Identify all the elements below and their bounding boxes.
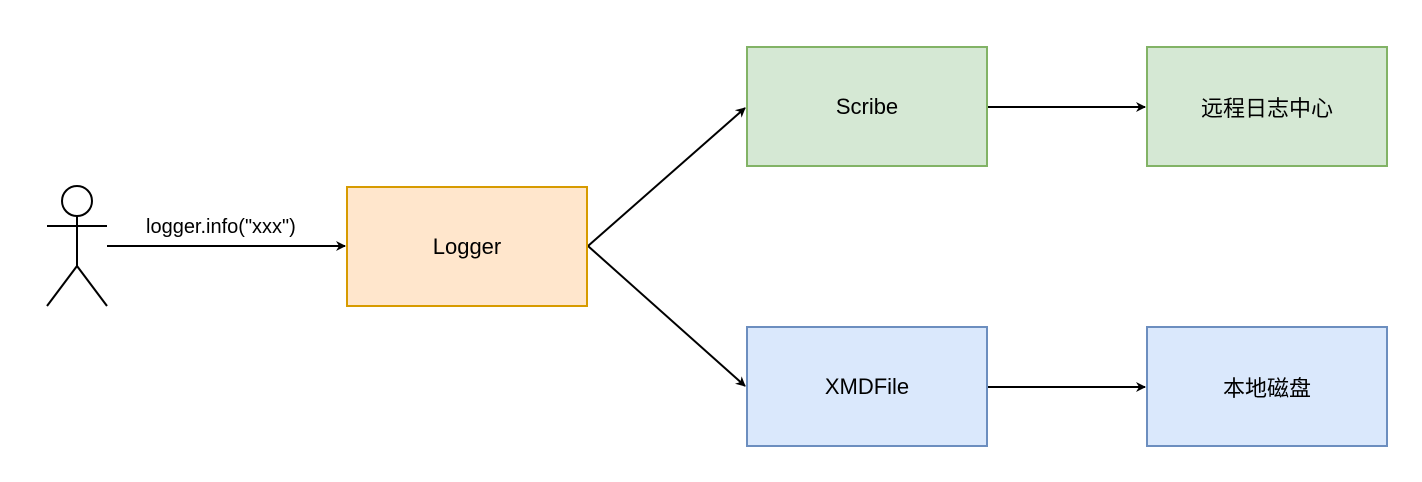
node-remote-log-center[interactable]: 远程日志中心 (1146, 46, 1388, 167)
node-xmdfile[interactable]: XMDFile (746, 326, 988, 447)
edge-logger-to-xmdfile (587, 245, 746, 387)
actor-stick-figure-icon (46, 185, 108, 307)
actor-leg-right (76, 265, 108, 307)
node-logger-label: Logger (432, 233, 502, 259)
node-local-disk-label: 本地磁盘 (1222, 375, 1311, 401)
edge-logger-to-scribe (587, 107, 746, 247)
node-xmdfile-label: XMDFile (824, 373, 910, 399)
node-scribe-label: Scribe (835, 93, 899, 119)
node-local-disk[interactable]: 本地磁盘 (1146, 326, 1388, 447)
actor-leg-left (46, 265, 78, 307)
actor-head (61, 185, 93, 217)
node-remote-log-center-label: 远程日志中心 (1200, 95, 1333, 121)
node-logger[interactable]: Logger (346, 186, 588, 307)
node-scribe[interactable]: Scribe (746, 46, 988, 167)
edge-label-logger-call: logger.info("xxx") (146, 216, 296, 239)
